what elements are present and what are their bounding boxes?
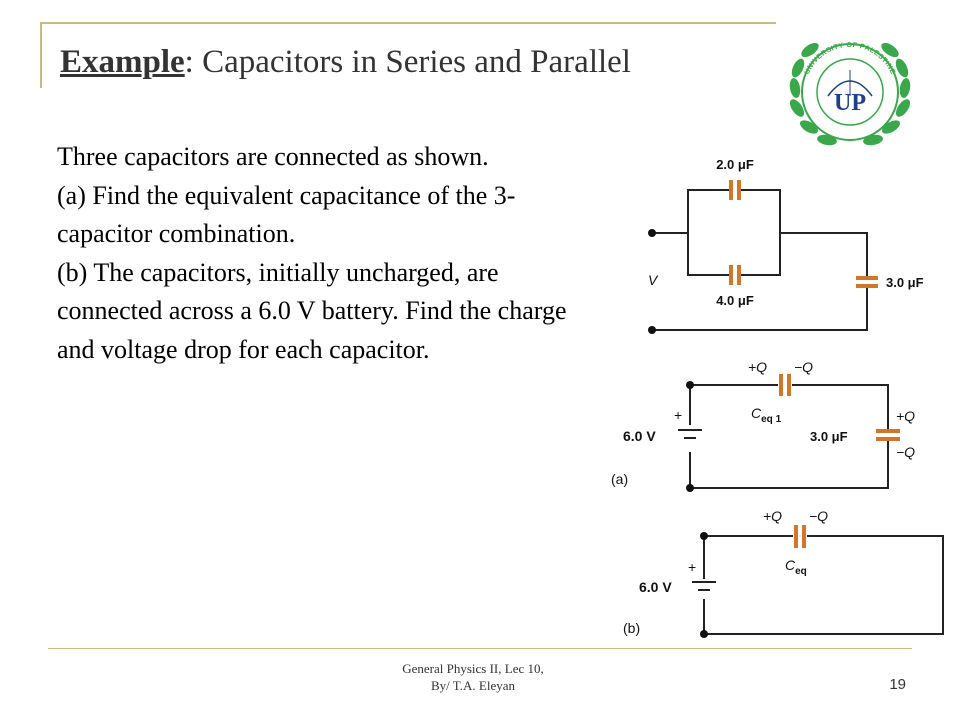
- label-2uF: 2.0 μF: [716, 157, 754, 172]
- problem-part-b: (b) The capacitors, initially uncharged,…: [57, 257, 567, 364]
- label-4uF: 4.0 μF: [716, 293, 754, 308]
- footer-course: General Physics II, Lec 10,: [402, 661, 544, 676]
- circuit-b: + 6.0 V +Q −Q Ceq (b): [623, 508, 944, 638]
- problem-intro: Three capacitors are connected as shown.: [57, 142, 489, 171]
- circuit-a-plus-q: +Q: [748, 359, 767, 375]
- logo-initials: UP: [834, 90, 866, 116]
- wreath-icon: [789, 42, 911, 146]
- terminal-bottom: [648, 326, 656, 334]
- circuit-b-ceq-label: Ceq: [785, 557, 807, 577]
- circuit-b-node-top: [700, 532, 708, 540]
- battery-b-plus: +: [688, 559, 696, 575]
- capacitor-4uF: [729, 265, 741, 285]
- page-number: 19: [889, 676, 906, 693]
- circuit-a-3uF-label: 3.0 μF: [810, 429, 848, 444]
- problem-part-a: (a) Find the equivalent capacitance of t…: [57, 180, 516, 249]
- university-logo: UNIVERSITY OF PALESTINE UP: [789, 42, 911, 146]
- circuit-b-plus-q: +Q: [763, 508, 782, 524]
- circuit-a-tag: (a): [611, 471, 628, 487]
- circuit-b-tag: (b): [623, 620, 640, 636]
- circuit-a-cap-minus-q: −Q: [896, 444, 915, 460]
- circuit-a: + 6.0 V +Q −Q Ceq 1 3.0 μF +Q −Q (a): [611, 359, 915, 492]
- battery-a-plus: +: [674, 407, 682, 423]
- title-text: Capacitors in Series and Parallel: [193, 44, 631, 80]
- circuit-a-node-top: [686, 381, 694, 389]
- circuit-original-wires: [652, 189, 868, 331]
- problem-statement: Three capacitors are connected as shown.…: [57, 138, 567, 369]
- label-voltage: V: [648, 272, 659, 288]
- capacitor-a-3uF: [876, 429, 900, 441]
- battery-a-icon: [678, 429, 702, 439]
- footer-author: By/ T.A. Eleyan: [430, 678, 515, 693]
- label-3uF: 3.0 μF: [886, 275, 924, 290]
- capacitor-2uF: [729, 180, 741, 200]
- slide-title: Example: Capacitors in Series and Parall…: [60, 44, 631, 81]
- battery-b-icon: [692, 581, 716, 591]
- circuit-diagrams: 2.0 μF 4.0 μF 3.0 μF V + 6.0 V +Q −Q Ceq…: [611, 157, 944, 638]
- circuit-b-node-bottom: [700, 630, 708, 638]
- capacitor-3uF: [856, 276, 878, 288]
- circuit-a-cap-plus-q: +Q: [896, 408, 915, 424]
- battery-b-label: 6.0 V: [639, 579, 672, 595]
- title-colon: :: [184, 44, 194, 80]
- title-keyword: Example: [60, 44, 185, 80]
- frame-top-line: [40, 22, 776, 24]
- capacitor-ceq: [794, 525, 806, 548]
- circuit-b-wires: [703, 535, 944, 635]
- circuit-a-minus-q: −Q: [794, 359, 813, 375]
- circuit-a-wires: [689, 384, 889, 489]
- circuit-original: 2.0 μF 4.0 μF 3.0 μF V: [648, 157, 924, 334]
- circuit-a-node-bottom: [686, 484, 694, 492]
- footer-divider: [48, 648, 912, 649]
- circuit-a-ceq-label: Ceq 1: [751, 405, 782, 425]
- frame-left-line: [40, 22, 42, 88]
- slide-footer: General Physics II, Lec 10, By/ T.A. Ele…: [360, 660, 586, 694]
- capacitor-ceq1: [779, 374, 791, 396]
- terminal-top: [648, 229, 656, 237]
- battery-a-label: 6.0 V: [623, 428, 656, 444]
- circuit-b-minus-q: −Q: [809, 508, 828, 524]
